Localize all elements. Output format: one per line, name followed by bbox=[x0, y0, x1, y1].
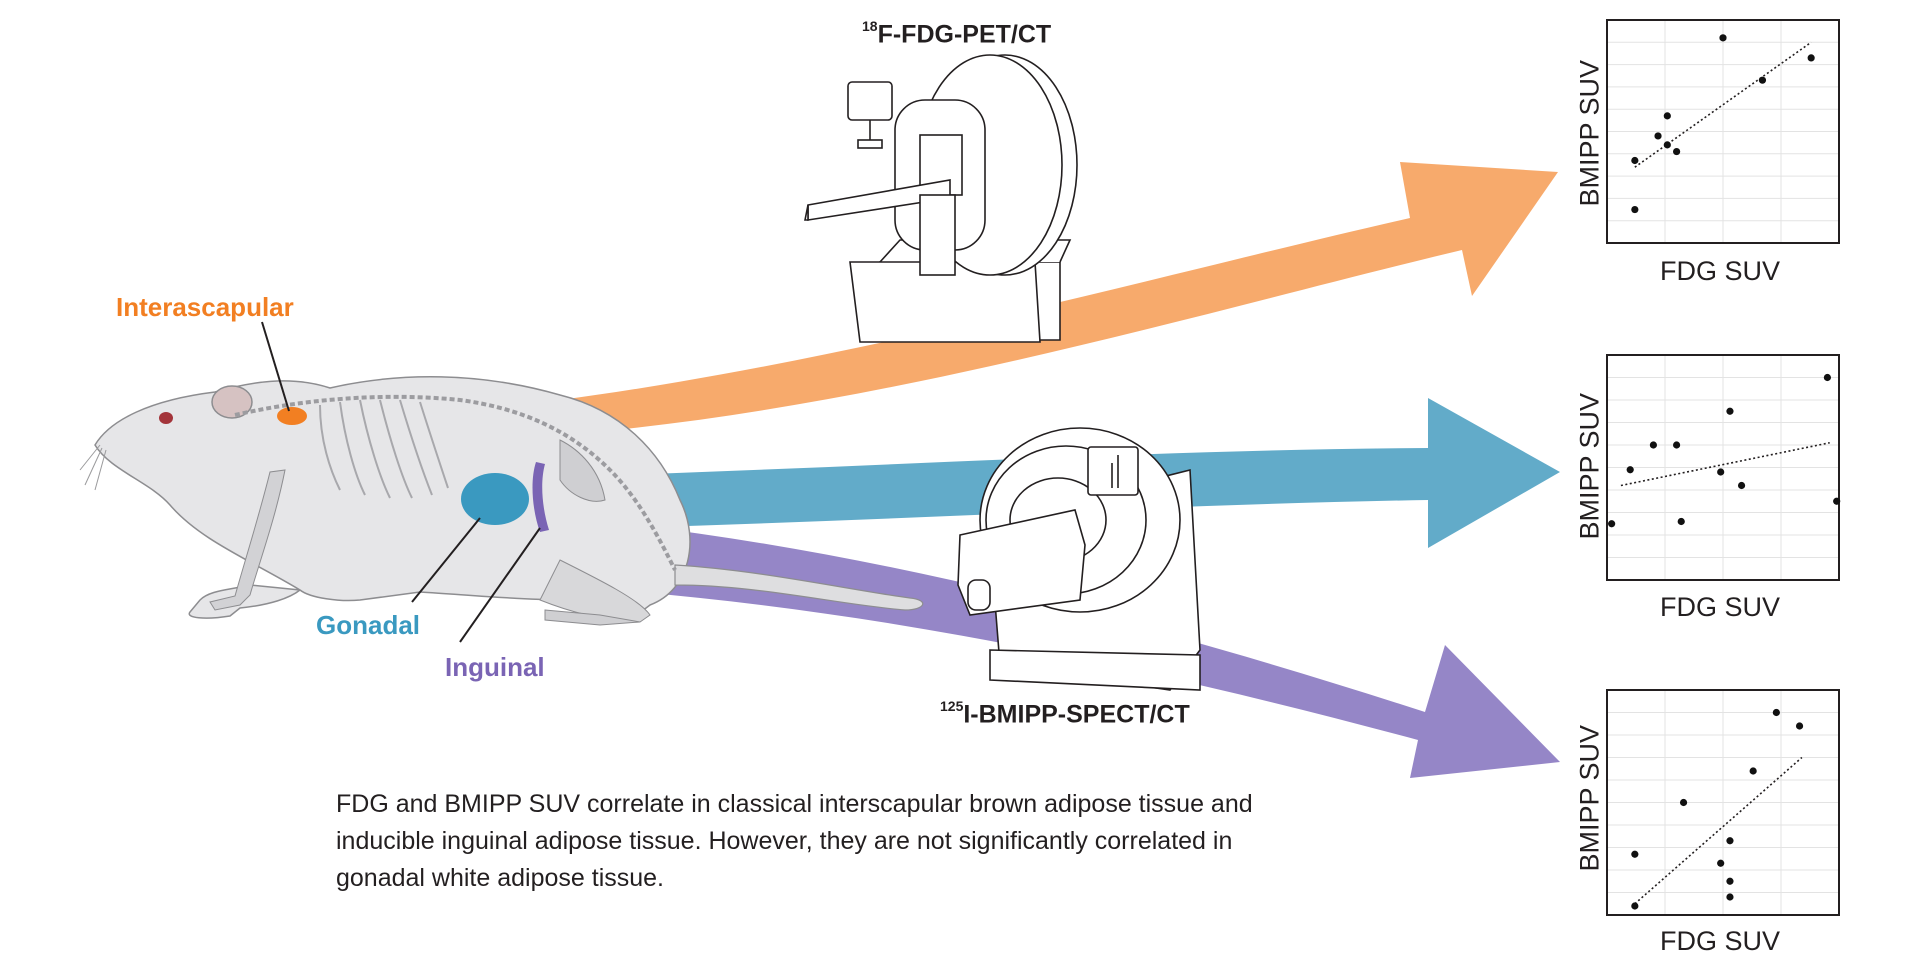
plot1-xlabel: FDG SUV bbox=[1660, 256, 1781, 286]
data-point bbox=[1807, 54, 1815, 62]
gonadal-leader bbox=[411, 517, 481, 603]
data-point bbox=[1717, 859, 1725, 867]
data-point bbox=[1758, 76, 1767, 84]
pet-name: F-FDG-PET/CT bbox=[877, 20, 1052, 49]
data-point bbox=[1726, 837, 1734, 845]
data-point bbox=[1673, 441, 1681, 449]
data-point bbox=[1737, 481, 1746, 490]
data-point bbox=[1608, 520, 1616, 528]
scatter-plot-1 bbox=[1606, 19, 1840, 244]
plot3-xlabel: FDG SUV bbox=[1660, 926, 1781, 956]
data-point bbox=[1631, 850, 1639, 858]
plot2-ylabel: BMIPP SUV bbox=[1574, 392, 1605, 540]
gonadal-depot bbox=[461, 473, 529, 525]
data-point bbox=[1677, 517, 1685, 526]
data-point bbox=[1719, 34, 1727, 42]
spect-isotope: 125 bbox=[940, 698, 964, 714]
data-point bbox=[1726, 407, 1734, 415]
interscapular-leader bbox=[261, 321, 290, 412]
scatter-plot-2 bbox=[1606, 354, 1841, 581]
interscapular-label: Interascapular bbox=[116, 292, 294, 322]
interscapular-arrow bbox=[560, 162, 1558, 435]
pet-ct-label: 18F-FDG-PET/CT bbox=[862, 18, 1052, 49]
data-point bbox=[1663, 112, 1671, 120]
data-point bbox=[1726, 893, 1734, 901]
spect-ct-scanner bbox=[957, 427, 1201, 691]
data-point bbox=[1679, 798, 1688, 807]
plot3-ylabel: BMIPP SUV bbox=[1574, 724, 1605, 872]
data-point bbox=[1726, 877, 1734, 885]
plot1-ylabel: BMIPP SUV bbox=[1574, 59, 1605, 207]
trendline bbox=[1634, 756, 1803, 905]
data-point bbox=[1823, 373, 1831, 382]
spect-name: I-BMIPP-SPECT/CT bbox=[963, 700, 1190, 729]
inguinal-depot bbox=[532, 462, 549, 532]
data-point bbox=[1673, 147, 1681, 156]
data-point bbox=[1649, 441, 1657, 449]
data-point bbox=[1663, 141, 1671, 149]
plot-frame bbox=[1606, 19, 1840, 244]
data-point bbox=[1772, 708, 1780, 717]
data-point bbox=[1795, 722, 1804, 730]
inguinal-leader bbox=[459, 527, 541, 643]
data-point bbox=[1833, 497, 1841, 505]
plot-frame bbox=[1606, 354, 1840, 581]
interscapular-depot bbox=[277, 407, 307, 425]
data-point bbox=[1631, 902, 1639, 910]
figure-caption: FDG and BMIPP SUV correlate in classical… bbox=[336, 790, 1253, 892]
trendline bbox=[1620, 441, 1830, 487]
data-point bbox=[1631, 156, 1639, 165]
plot-frame bbox=[1606, 689, 1840, 916]
data-point bbox=[1626, 466, 1634, 474]
pet-isotope: 18 bbox=[862, 18, 878, 34]
pet-ct-scanner bbox=[804, 54, 1078, 343]
data-point bbox=[1631, 205, 1639, 214]
spect-ct-label: 125I-BMIPP-SPECT/CT bbox=[940, 698, 1190, 729]
inguinal-label: Inguinal bbox=[445, 652, 545, 682]
plot2-xlabel: FDG SUV bbox=[1660, 592, 1781, 622]
gonadal-label: Gonadal bbox=[316, 610, 421, 640]
data-point bbox=[1654, 132, 1662, 140]
scatter-plot-3 bbox=[1606, 689, 1840, 916]
data-point bbox=[1749, 767, 1757, 775]
mouse-illustration bbox=[79, 376, 924, 626]
data-point bbox=[1717, 468, 1725, 476]
